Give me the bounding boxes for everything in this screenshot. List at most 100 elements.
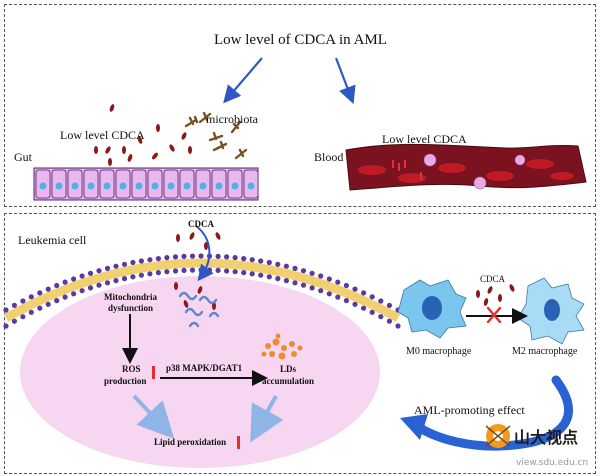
microbiota-icons	[184, 111, 248, 160]
membrane-head	[20, 298, 26, 304]
membrane-head	[241, 270, 247, 276]
membrane-head	[224, 254, 230, 260]
membrane-head	[45, 286, 51, 292]
m0-macrophage-icon	[397, 279, 467, 339]
gut-cell-nucleus	[199, 182, 207, 190]
cell-membrane	[3, 253, 401, 329]
membrane-head	[275, 261, 281, 267]
membrane-head	[28, 309, 34, 315]
blood-vessel	[345, 143, 587, 191]
mitochondria-icons	[178, 291, 220, 328]
top-title: Low level of CDCA in AML	[214, 32, 387, 48]
membrane-head	[300, 268, 307, 274]
lipid-peroxidation-label: Lipid peroxidation	[154, 437, 227, 447]
arrow-lds-to-lipid	[250, 395, 284, 443]
membrane-head	[113, 278, 119, 284]
membrane-head	[87, 285, 94, 291]
gut-cdca-label: Low level CDCA	[60, 128, 145, 142]
membrane-head	[11, 318, 17, 324]
membrane-head	[172, 254, 179, 260]
block-x-icon	[486, 306, 502, 324]
membrane-head	[335, 279, 341, 285]
membrane-head	[318, 288, 324, 294]
membrane-head	[130, 274, 136, 280]
membrane-head	[164, 255, 170, 261]
membrane-head	[62, 279, 68, 285]
pathway-label: p38 MAPK/DGAT1	[166, 363, 243, 373]
mac-cdca-label: CDCA	[480, 274, 506, 284]
membrane-head	[335, 294, 341, 300]
membrane-head	[147, 257, 153, 263]
gut-label: Gut	[14, 150, 32, 164]
gut-cell-nucleus	[231, 182, 239, 190]
membrane-head	[96, 282, 102, 288]
gut-epithelium	[33, 167, 259, 201]
membrane-head	[138, 258, 144, 264]
membrane-head	[3, 323, 9, 329]
mito-label-2: dysfunction	[108, 303, 154, 313]
cell-cytoplasm	[20, 276, 380, 468]
membrane-head	[147, 271, 153, 277]
gut-cell-nucleus	[151, 182, 159, 190]
membrane-head	[395, 323, 401, 329]
membrane-head	[121, 261, 128, 267]
membrane-head	[206, 267, 213, 273]
arrow-ros-to-lipid	[132, 394, 175, 439]
membrane-head	[361, 305, 367, 311]
membrane-head	[198, 253, 204, 259]
ros-increase-marker	[152, 366, 155, 379]
membrane-head	[164, 269, 170, 275]
gut-cell-nucleus	[183, 182, 191, 190]
membrane-head	[96, 268, 102, 274]
gut-cell-nucleus	[55, 182, 63, 190]
m2-macrophage-label: M2 macrophage	[512, 346, 578, 357]
membrane-head	[224, 268, 230, 274]
membrane-head	[266, 259, 272, 266]
lipid-increase-marker	[237, 436, 240, 449]
membrane-head	[198, 267, 204, 273]
membrane-head	[283, 278, 289, 284]
cdca-entry-arrow	[195, 225, 214, 282]
gut-cdca-particles	[94, 104, 192, 166]
watermark-logo	[485, 424, 511, 448]
membrane-head	[37, 305, 43, 311]
microbiota-label: microbiota	[206, 112, 258, 126]
arrow-to-blood	[334, 57, 356, 105]
ros-label-1: ROS	[122, 364, 141, 374]
membrane-head	[275, 276, 281, 282]
membrane-head	[352, 286, 358, 292]
membrane-head	[79, 273, 85, 279]
membrane-head	[352, 301, 358, 307]
membrane-head	[54, 298, 60, 304]
mac-cdca-particles	[476, 284, 515, 306]
blood-cdca-label: Low level CDCA	[382, 132, 467, 146]
membrane-head	[326, 276, 332, 282]
cell-cdca-particles	[174, 232, 221, 310]
lds-label-1: LDs	[280, 364, 297, 374]
gut-cell-nucleus	[39, 182, 47, 190]
membrane-head	[113, 263, 119, 269]
membrane-head	[309, 270, 315, 276]
membrane-head	[309, 285, 315, 291]
blood-label: Blood	[314, 150, 344, 164]
membrane-head	[155, 256, 161, 262]
membrane-head	[292, 280, 298, 286]
membrane-head	[241, 256, 247, 262]
membrane-head	[189, 253, 196, 259]
membrane-head	[378, 314, 384, 320]
watermark-url: view.sdu.edu.cn	[516, 458, 589, 468]
membrane-head	[300, 282, 307, 288]
gut-cell-nucleus	[215, 182, 223, 190]
membrane-head	[249, 271, 255, 277]
membrane-head	[215, 253, 221, 259]
membrane-head	[71, 276, 77, 282]
membrane-head	[378, 298, 384, 304]
membrane-head	[62, 294, 68, 300]
membrane-head	[283, 263, 289, 269]
membrane-head	[189, 267, 196, 273]
arrow-to-gut	[223, 57, 263, 104]
membrane-head	[104, 280, 111, 286]
membrane-head	[215, 267, 221, 273]
membrane-head	[369, 309, 375, 315]
